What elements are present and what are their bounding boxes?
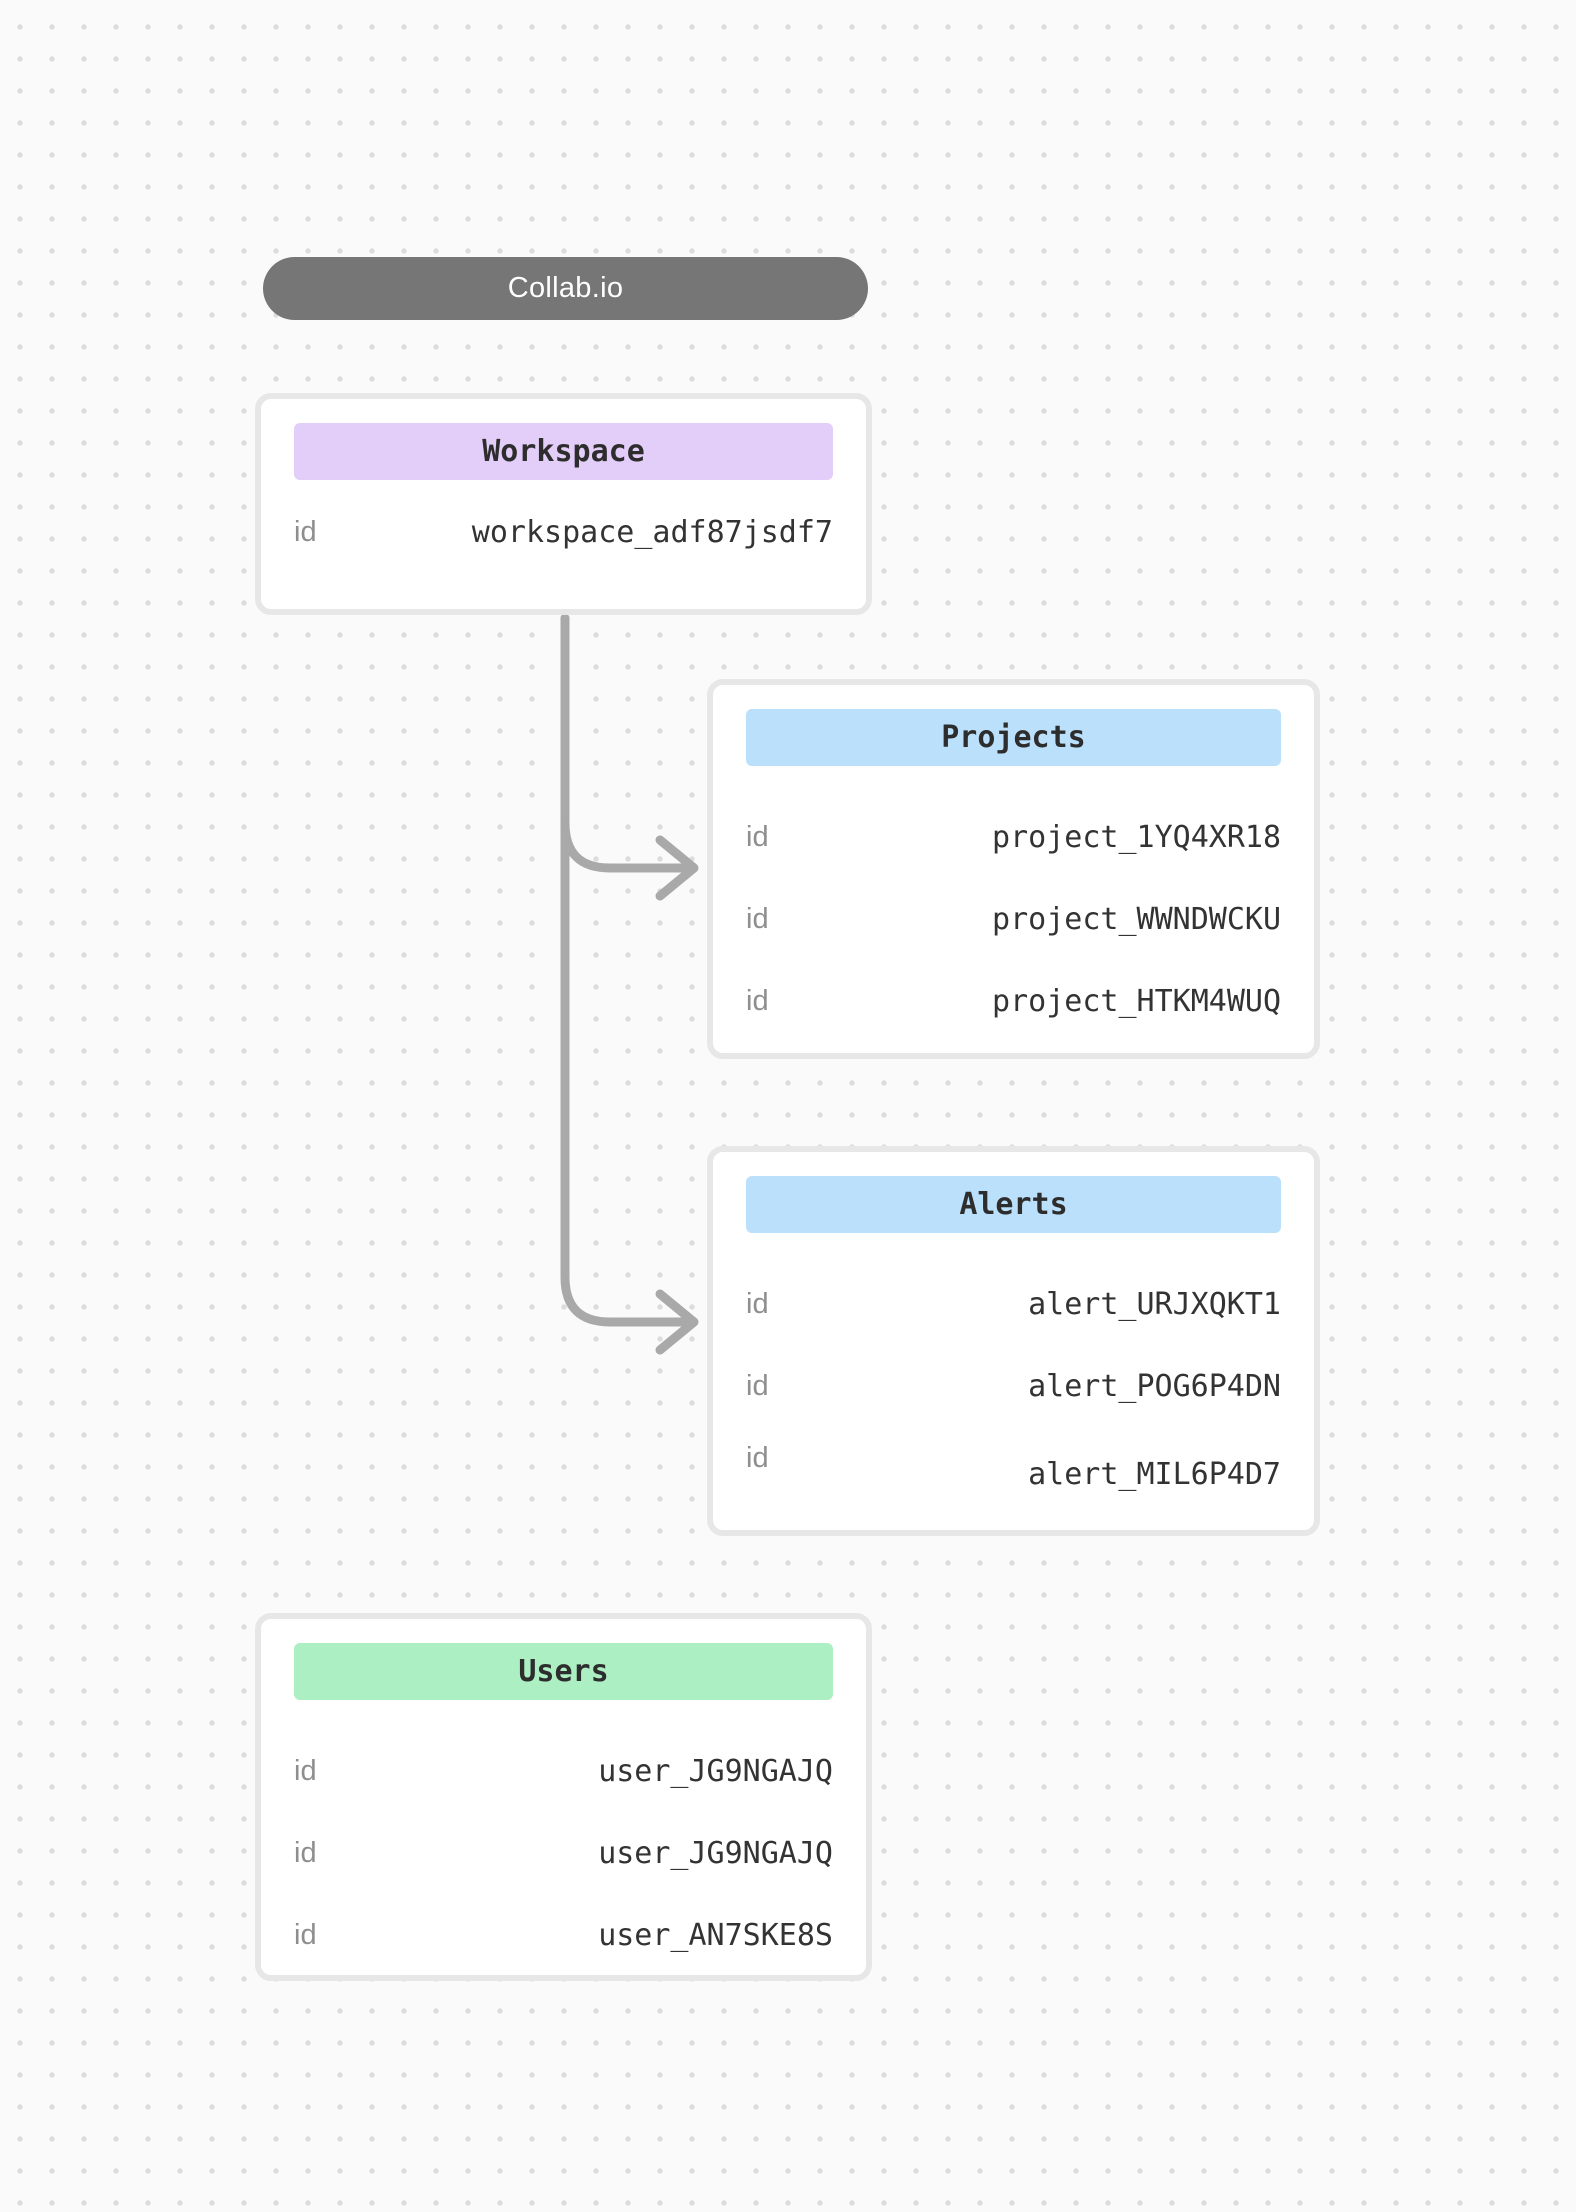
entity-header-alerts: Alerts [746, 1176, 1281, 1233]
field-row: id alert_URJXQKT1 [746, 1263, 1281, 1345]
field-value: project_HTKM4WUQ [992, 983, 1281, 1019]
entity-title-users: Users [518, 1654, 609, 1689]
connector-workspace-to-alerts [560, 613, 691, 1327]
field-label: id [746, 902, 769, 935]
arrowhead-projects-icon [655, 835, 699, 901]
app-title: Collab.io [507, 272, 624, 304]
entity-header-workspace: Workspace [294, 423, 833, 480]
field-label: id [294, 1836, 317, 1869]
entity-title-workspace: Workspace [482, 434, 645, 469]
field-row: id project_1YQ4XR18 [746, 796, 1281, 878]
field-value: workspace_adf87jsdf7 [471, 515, 833, 550]
field-row: id user_AN7SKE8S [294, 1894, 833, 1976]
field-label: id [746, 820, 769, 853]
field-value: user_JG9NGAJQ [598, 1835, 833, 1871]
field-rows: id project_1YQ4XR18 id project_WWNDWCKU … [746, 796, 1281, 1042]
entity-card-workspace: Workspace id workspace_adf87jsdf7 [255, 393, 872, 615]
field-value: project_1YQ4XR18 [992, 819, 1281, 855]
field-row: id project_HTKM4WUQ [746, 960, 1281, 1042]
connector-workspace-to-projects [560, 818, 691, 873]
arrowhead-alerts-icon [655, 1289, 699, 1355]
field-label: id [294, 1754, 317, 1787]
entity-header-users: Users [294, 1643, 833, 1700]
field-rows: id alert_URJXQKT1 id alert_POG6P4DN id a… [746, 1263, 1281, 1509]
field-row: id alert_POG6P4DN [746, 1345, 1281, 1427]
entity-title-projects: Projects [941, 720, 1086, 755]
field-value: project_WWNDWCKU [992, 901, 1281, 937]
field-row: id workspace_adf87jsdf7 [294, 515, 833, 550]
field-value: alert_MIL6P4D7 [1028, 1456, 1281, 1492]
entity-card-users: Users id user_JG9NGAJQ id user_JG9NGAJQ … [255, 1613, 872, 1981]
app-title-pill: Collab.io [263, 257, 868, 320]
field-value: alert_URJXQKT1 [1028, 1286, 1281, 1322]
field-value: user_JG9NGAJQ [598, 1753, 833, 1789]
field-value: user_AN7SKE8S [598, 1917, 833, 1953]
field-label: id [294, 516, 317, 548]
entity-header-projects: Projects [746, 709, 1281, 766]
field-row: id alert_MIL6P4D7 [746, 1427, 1281, 1509]
field-rows: id workspace_adf87jsdf7 [294, 480, 833, 585]
field-label: id [746, 1441, 769, 1474]
field-rows: id user_JG9NGAJQ id user_JG9NGAJQ id use… [294, 1730, 833, 1976]
field-row: id user_JG9NGAJQ [294, 1812, 833, 1894]
field-label: id [746, 1287, 769, 1320]
field-label: id [294, 1918, 317, 1951]
field-row: id project_WWNDWCKU [746, 878, 1281, 960]
field-label: id [746, 984, 769, 1017]
field-row: id user_JG9NGAJQ [294, 1730, 833, 1812]
field-value: alert_POG6P4DN [1028, 1368, 1281, 1404]
entity-card-projects: Projects id project_1YQ4XR18 id project_… [707, 679, 1320, 1059]
entity-card-alerts: Alerts id alert_URJXQKT1 id alert_POG6P4… [707, 1146, 1320, 1536]
entity-title-alerts: Alerts [959, 1187, 1068, 1222]
field-label: id [746, 1369, 769, 1402]
